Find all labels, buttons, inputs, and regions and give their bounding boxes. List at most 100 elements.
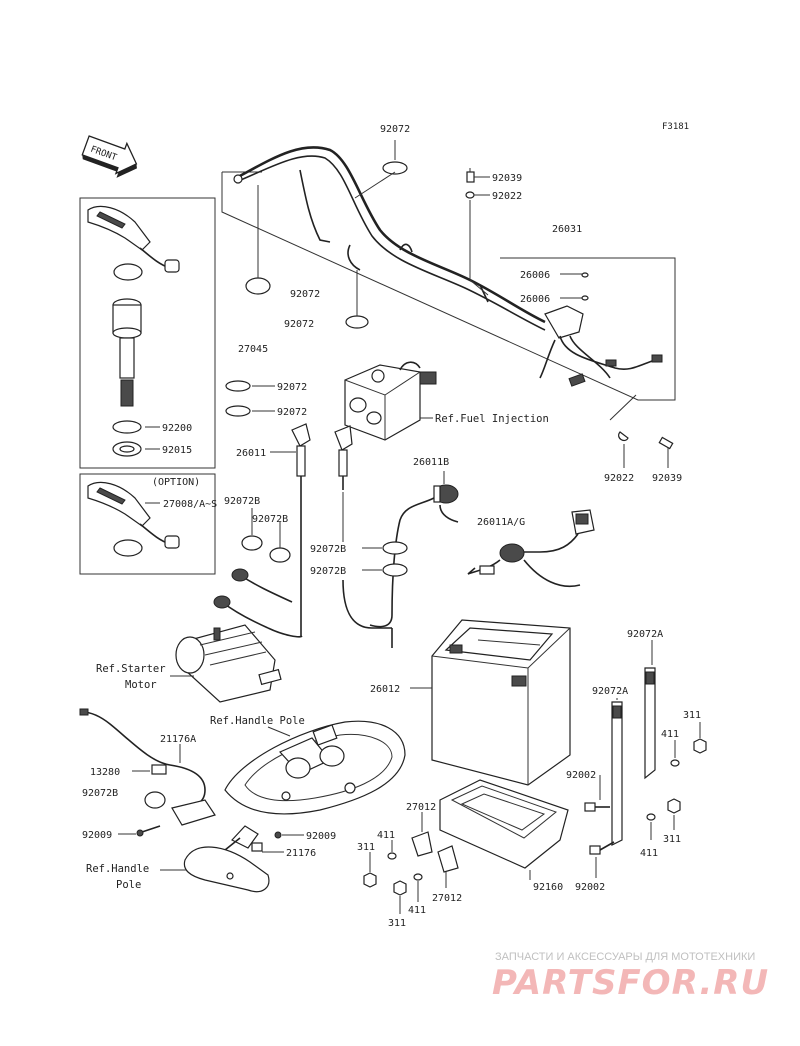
part-92039-right: 92039 (652, 473, 682, 484)
terminal-27012-a (411, 831, 433, 857)
part-92072-mid: 92072 (284, 319, 314, 330)
part-92072b-e: 92072B (82, 788, 118, 799)
clamp-92072-c1 (225, 380, 251, 392)
ignition-lanyard-key (87, 205, 180, 281)
part-92002-a: 92002 (566, 770, 596, 781)
part-411-b: 411 (640, 848, 658, 859)
part-92072-left: 92072 (290, 289, 320, 300)
part-26011ag: 26011A/G (477, 517, 525, 528)
clamp-92072-mid (345, 315, 369, 329)
part-311-c: 311 (357, 842, 375, 853)
part-26031: 26031 (552, 224, 582, 235)
bolt-92039-top (466, 168, 475, 183)
part-311-b: 311 (663, 834, 681, 845)
part-27012-a: 27012 (406, 802, 436, 813)
watermark-brand: PARTSFOR.RU (492, 963, 769, 1003)
clamp-92072b-e (144, 791, 166, 809)
nut-311-b (667, 798, 681, 814)
part-27012-b: 27012 (432, 893, 462, 904)
part-21176a: 21176A (160, 734, 196, 745)
ref-starter-motor-line2: Motor (125, 679, 157, 691)
part-92015: 92015 (162, 445, 192, 456)
wire-bracket (171, 799, 216, 826)
diagram-code: F3181 (662, 122, 689, 132)
part-26011: 26011 (236, 448, 266, 459)
starter-cable (213, 568, 303, 638)
battery-tray-92160 (439, 779, 569, 869)
part-26006-b: 26006 (520, 294, 550, 305)
part-27008: 27008/A~S (163, 499, 217, 510)
starter-relay (344, 361, 437, 441)
washer-92022-top (465, 191, 475, 199)
grommet-26006-b (581, 295, 589, 301)
part-92072a-a: 92072A (627, 629, 663, 640)
clamp-92072b-d (382, 563, 408, 577)
main-wire-harness (233, 146, 663, 387)
cable-26011ag (467, 509, 595, 587)
handle-pole-plate (183, 846, 270, 893)
part-92072a-b: 92072A (592, 686, 628, 697)
ref-handle-pole-top: Ref.Handle Pole (210, 715, 305, 727)
strap-92072a-b (611, 701, 623, 846)
part-311-d: 311 (388, 918, 406, 929)
part-26011b: 26011B (413, 457, 449, 468)
clamp-92072b-b (269, 547, 291, 563)
handle-pole-housing (224, 720, 406, 815)
clamp-92072b-c (382, 541, 408, 555)
part-92009-b: 92009 (306, 831, 336, 842)
ignition-switch-box (79, 197, 216, 469)
part-92009-a: 92009 (82, 830, 112, 841)
grommet-26006-a (581, 272, 589, 278)
part-92072b-d: 92072B (310, 566, 346, 577)
option-label: (OPTION) (152, 477, 200, 488)
clamp-92072b-a (241, 535, 263, 551)
screw-92009-a (136, 825, 161, 837)
battery-26012 (431, 619, 571, 786)
part-92072-c1: 92072 (277, 382, 307, 393)
part-411-c: 411 (377, 830, 395, 841)
cable-26011 (291, 423, 311, 636)
part-21176: 21176 (286, 848, 316, 859)
part-411-a: 411 (661, 729, 679, 740)
washer-411-b (646, 813, 656, 821)
terminal-27012-b (437, 845, 459, 873)
main-harness-outline (221, 171, 676, 401)
strap-92072a-a (644, 667, 656, 780)
option-box (79, 473, 216, 575)
ref-fuel-injection: Ref.Fuel Injection (435, 413, 549, 425)
part-92022-top: 92022 (492, 191, 522, 202)
part-92200: 92200 (162, 423, 192, 434)
part-411-d: 411 (408, 905, 426, 916)
front-arrow: FRONT (81, 135, 138, 178)
clamp-92072-left (245, 277, 271, 295)
part-92072b-a: 92072B (224, 496, 260, 507)
washer-92200 (112, 420, 142, 434)
part-27045: 27045 (238, 344, 268, 355)
bolt-92039-right (658, 436, 674, 450)
part-92072-top: 92072 (380, 124, 410, 135)
part-311-a: 311 (683, 710, 701, 721)
nut-311-d (393, 880, 407, 896)
ref-handle-pole-bottom-line2: Pole (116, 879, 141, 891)
part-92072b-b: 92072B (252, 514, 288, 525)
screw-92009-b (274, 831, 282, 839)
nut-311-c (363, 872, 377, 888)
part-92160: 92160 (533, 882, 563, 893)
cable-26011-b (334, 425, 353, 490)
ref-starter-motor-line1: Ref.Starter (96, 663, 166, 675)
wire-21176a (79, 708, 206, 807)
washer-411-a (670, 759, 680, 767)
bolt-92002-b (589, 841, 615, 855)
part-26012: 26012 (370, 684, 400, 695)
starter-motor (175, 624, 282, 703)
part-92072b-c: 92072B (310, 544, 346, 555)
clamp-92072-c2 (225, 405, 251, 417)
ignition-switch (112, 298, 142, 407)
option-lanyard-key (87, 481, 180, 557)
part-92039-top: 92039 (492, 173, 522, 184)
cable-26011b (369, 484, 459, 628)
clamp-92072-top (382, 161, 408, 175)
washer-411-c (387, 852, 397, 860)
washer-411-d (413, 873, 423, 881)
